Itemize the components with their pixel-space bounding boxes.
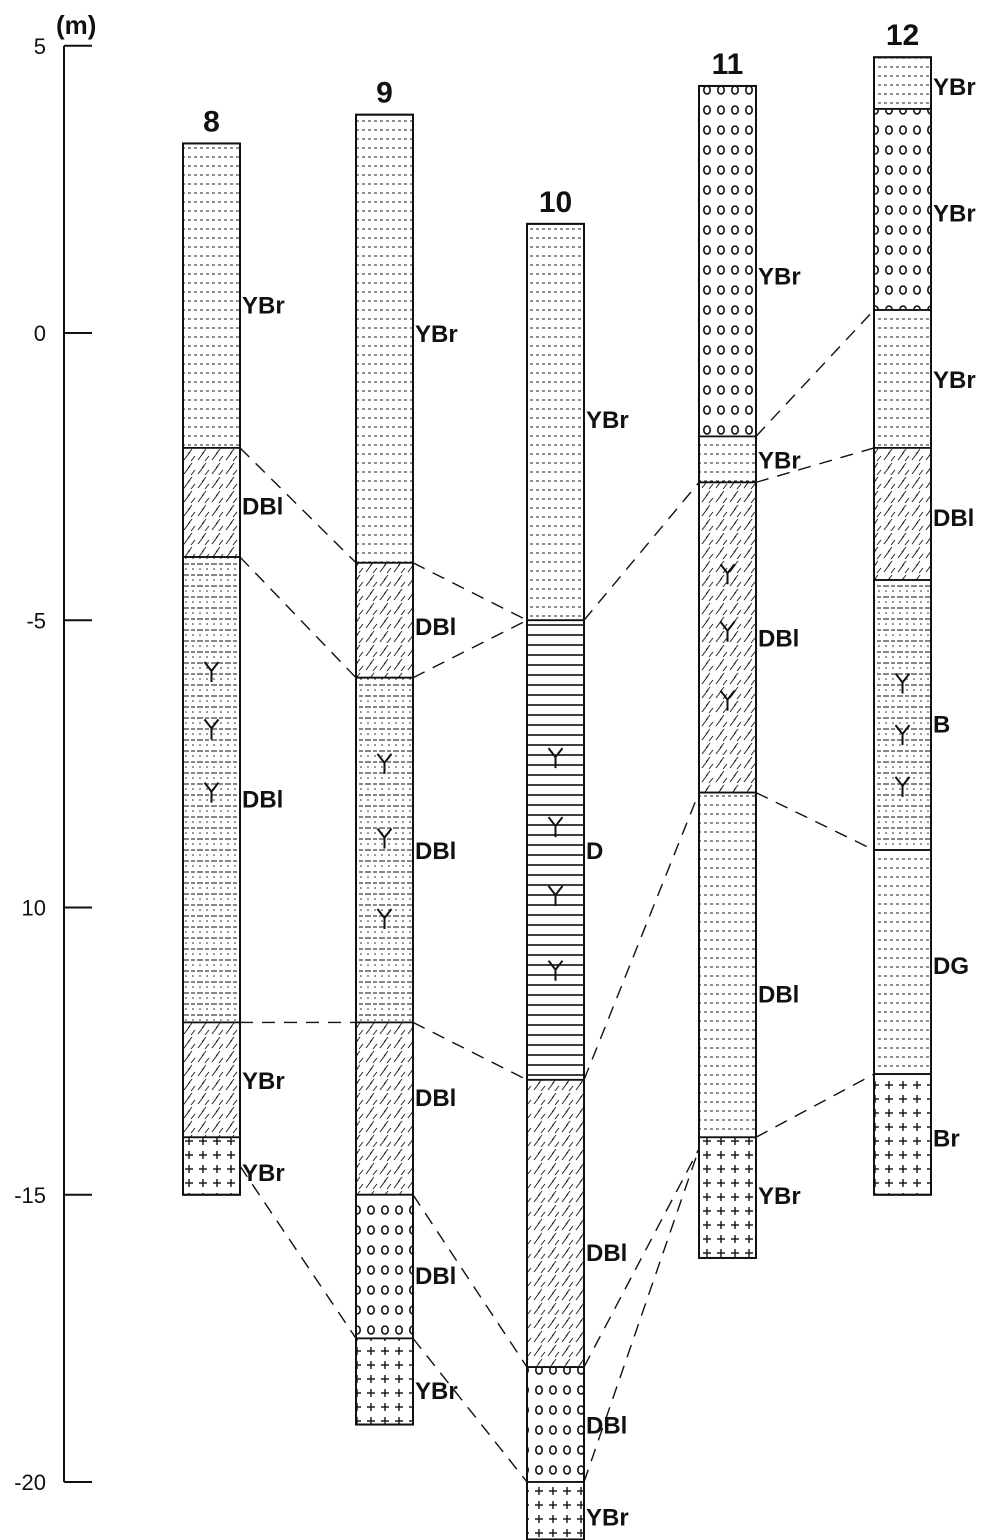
layer-label: D xyxy=(586,838,603,865)
axis-tick-label: 10 xyxy=(22,896,46,921)
borehole-column-8: 8YBrDBlDBlYBrYBr xyxy=(183,105,285,1194)
correlation-line xyxy=(756,1074,874,1137)
layer-crosses xyxy=(874,1074,931,1195)
layer-label: DBl xyxy=(758,982,799,1009)
column-label: 10 xyxy=(539,186,572,219)
axis-unit-label: (m) xyxy=(56,10,96,40)
layer-label: YBr xyxy=(758,1183,801,1210)
correlation-line xyxy=(240,1166,356,1338)
layer-fine-dots xyxy=(183,143,240,447)
correlation-line xyxy=(756,310,874,436)
layer-dash-dots xyxy=(356,678,413,1023)
layer-hatch xyxy=(874,448,931,580)
layer-circles xyxy=(874,109,931,310)
layer-circles xyxy=(527,1367,584,1482)
layer-dash-dots xyxy=(183,557,240,1022)
layer-label: YBr xyxy=(415,321,458,348)
layer-hatch xyxy=(183,448,240,557)
layer-fine-dots xyxy=(527,224,584,620)
layer-label: YBr xyxy=(242,1068,285,1095)
layer-fine-dots xyxy=(874,57,931,109)
layer-label: YBr xyxy=(933,74,976,101)
layer-label: DBl xyxy=(415,614,456,641)
column-label: 8 xyxy=(203,105,220,138)
layer-label: DBl xyxy=(933,505,974,532)
layer-label: YBr xyxy=(242,292,285,319)
axis-tick-label: -20 xyxy=(14,1470,46,1495)
layer-label: DBl xyxy=(586,1413,627,1440)
layer-fine-dots xyxy=(699,793,756,1138)
layer-label: DBl xyxy=(758,625,799,652)
borehole-column-11: 11YBrYBrDBlDBlYBr xyxy=(699,48,801,1258)
layer-hatch xyxy=(356,1022,413,1194)
layer-label: DBl xyxy=(242,493,283,520)
layer-label: Br xyxy=(933,1125,960,1152)
layer-crosses xyxy=(356,1338,413,1424)
axis-tick-label: -15 xyxy=(14,1183,46,1208)
layer-horizontal-lines xyxy=(527,620,584,1080)
layer-label: DBl xyxy=(415,1085,456,1112)
layer-fine-dots xyxy=(356,115,413,563)
correlation-line xyxy=(756,793,874,850)
correlation-line xyxy=(584,793,699,1080)
column-label: 11 xyxy=(712,48,744,81)
correlation-line xyxy=(240,557,356,678)
layer-label: YBr xyxy=(758,447,801,474)
layer-label: DBl xyxy=(415,838,456,865)
layer-label: YBr xyxy=(586,1504,629,1531)
axis-tick-label: -5 xyxy=(26,608,46,633)
layer-label: YBr xyxy=(415,1378,458,1405)
layer-fine-dots xyxy=(874,850,931,1074)
layer-label: YBr xyxy=(758,264,801,291)
layer-label: DG xyxy=(933,953,969,980)
layer-label: DBl xyxy=(586,1240,627,1267)
layer-label: YBr xyxy=(242,1160,285,1187)
column-label: 9 xyxy=(376,77,393,110)
layer-hatch xyxy=(356,563,413,678)
layer-circles xyxy=(699,86,756,436)
layer-hatch xyxy=(527,1080,584,1367)
layer-label: YBr xyxy=(586,407,629,434)
layer-crosses xyxy=(699,1137,756,1258)
axis-tick-label: 5 xyxy=(34,34,46,59)
layer-label: DBl xyxy=(242,786,283,813)
layer-dash-dots xyxy=(874,580,931,850)
borehole-columns: 8YBrDBlDBlYBrYBr9YBrDBlDBlDBlDBlYBr10YBr… xyxy=(183,19,976,1539)
layer-hatch xyxy=(183,1022,240,1137)
depth-axis: (m) 5 0 -5 10 -15 -20 xyxy=(14,10,96,1495)
layer-fine-dots xyxy=(699,436,756,482)
layer-label: DBl xyxy=(415,1263,456,1290)
column-label: 12 xyxy=(886,19,919,52)
layer-crosses xyxy=(527,1482,584,1539)
correlation-line xyxy=(413,563,527,620)
layer-label: YBr xyxy=(933,200,976,227)
layer-crosses xyxy=(183,1137,240,1194)
axis-tick-label: 0 xyxy=(34,321,46,346)
layer-fine-dots xyxy=(874,310,931,448)
correlation-line xyxy=(584,482,699,620)
correlation-line xyxy=(413,1338,527,1482)
correlation-line xyxy=(413,1022,527,1079)
layer-circles xyxy=(356,1195,413,1339)
layer-label: B xyxy=(933,712,950,739)
layer-label: YBr xyxy=(933,367,976,394)
